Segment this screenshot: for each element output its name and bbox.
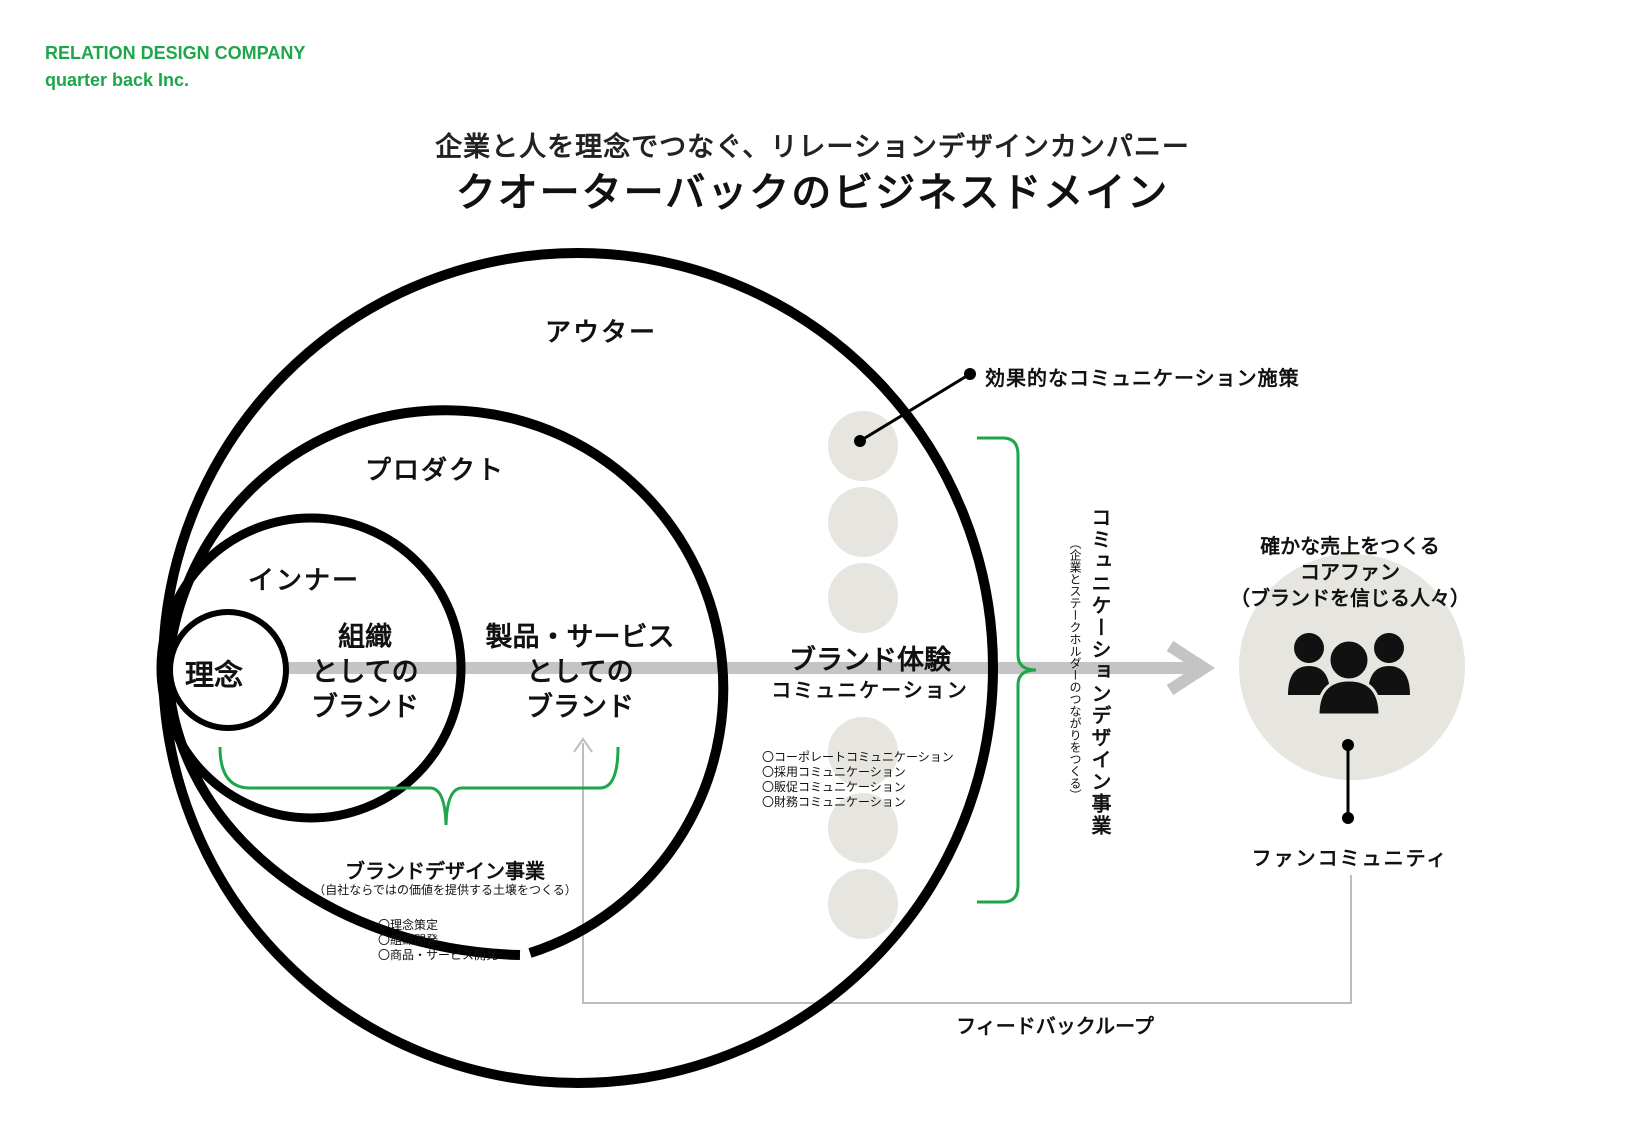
feedback-loop-label: フィードバックループ	[956, 1014, 1154, 1038]
org-brand-line: としての	[311, 657, 419, 688]
inner-label: インナー	[248, 566, 361, 596]
brand-design-subtitle: （自社ならではの価値を提供する土壌をつくる）	[313, 883, 577, 897]
product-brand-line: としての	[526, 657, 634, 688]
bubble	[828, 717, 898, 787]
communication-list: 〇コーポレートコミュニケーション 〇採用コミュニケーション 〇販促コミュニケーシ…	[762, 750, 954, 810]
brand-design-bracket	[218, 746, 620, 826]
core-fan-line: 確かな売上をつくる	[1260, 534, 1440, 558]
core-fan-line: （ブランドを信じる人々）	[1230, 586, 1470, 610]
measures-pointer-line	[859, 372, 971, 443]
communication-item: 〇コーポレートコミュニケーション	[762, 750, 954, 764]
brand-design-title: ブランドデザイン事業	[345, 859, 545, 883]
brand-design-list: 〇理念策定 〇組織開発 〇商品・サービス開発	[378, 918, 498, 963]
community-connector-dot	[1342, 812, 1354, 824]
main-flow-arrowhead	[1166, 640, 1216, 696]
inner-circle	[156, 513, 466, 823]
communication-design-title: コミュニケーションデザイン事業	[1088, 507, 1112, 837]
bubble	[828, 487, 898, 557]
product-circle	[163, 405, 729, 958]
company-name: RELATION DESIGN COMPANY	[45, 43, 306, 63]
brand-design-item: 〇組織開発	[378, 933, 439, 947]
communication-label: コミュニケーション	[771, 678, 969, 702]
org-brand-label: 組織 としての ブランド	[290, 620, 440, 725]
page-subtitle: 企業と人を理念でつなぐ、リレーションデザインカンパニー	[435, 132, 1190, 163]
community-connector-dot	[1342, 739, 1354, 751]
communication-item: 〇販促コミュニケーション	[762, 780, 906, 794]
communication-design-bracket	[977, 436, 1037, 904]
communication-bubbles	[828, 411, 898, 939]
core-fan-label: 確かな売上をつくる コアファン （ブランドを信じる人々）	[1215, 533, 1485, 611]
measures-pointer-dot	[964, 368, 976, 380]
fan-community-label: ファンコミュニティ	[1251, 846, 1449, 870]
communication-item: 〇財務コミュニケーション	[762, 795, 906, 809]
communication-item: 〇採用コミュニケーション	[762, 765, 906, 779]
bubble	[828, 563, 898, 633]
feedback-loop-line	[582, 743, 1352, 1004]
core-circle	[167, 609, 289, 731]
org-brand-line: ブランド	[311, 692, 419, 723]
core-label: 理念	[185, 658, 244, 692]
org-brand-line: 組織	[338, 622, 392, 653]
product-brand-line: 製品・サービス	[485, 622, 675, 653]
brand-design-item: 〇理念策定	[378, 918, 439, 932]
bubble	[828, 793, 898, 863]
communication-design-subtitle: （企業とステークホルダーのつながりをつくる）	[1068, 537, 1082, 801]
brand-experience-label: ブランド体験	[789, 645, 951, 676]
product-brand-line: ブランド	[526, 692, 634, 723]
product-brand-label: 製品・サービス としての ブランド	[470, 620, 690, 725]
product-label: プロダクト	[365, 456, 506, 486]
page-title: クオーターバックのビジネスドメイン	[455, 170, 1170, 216]
company-legal-name: quarter back Inc.	[45, 70, 190, 90]
outer-label: アウター	[545, 318, 658, 348]
measures-pointer-dot	[854, 435, 866, 447]
feedback-arrowhead	[573, 737, 593, 753]
brand-design-item: 〇商品・サービス開発	[378, 948, 499, 962]
bubble	[828, 869, 898, 939]
core-fan-line: コアファン	[1300, 560, 1400, 584]
people-icon	[1288, 633, 1410, 717]
effective-measures-label: 効果的なコミュニケーション施策	[985, 366, 1300, 390]
